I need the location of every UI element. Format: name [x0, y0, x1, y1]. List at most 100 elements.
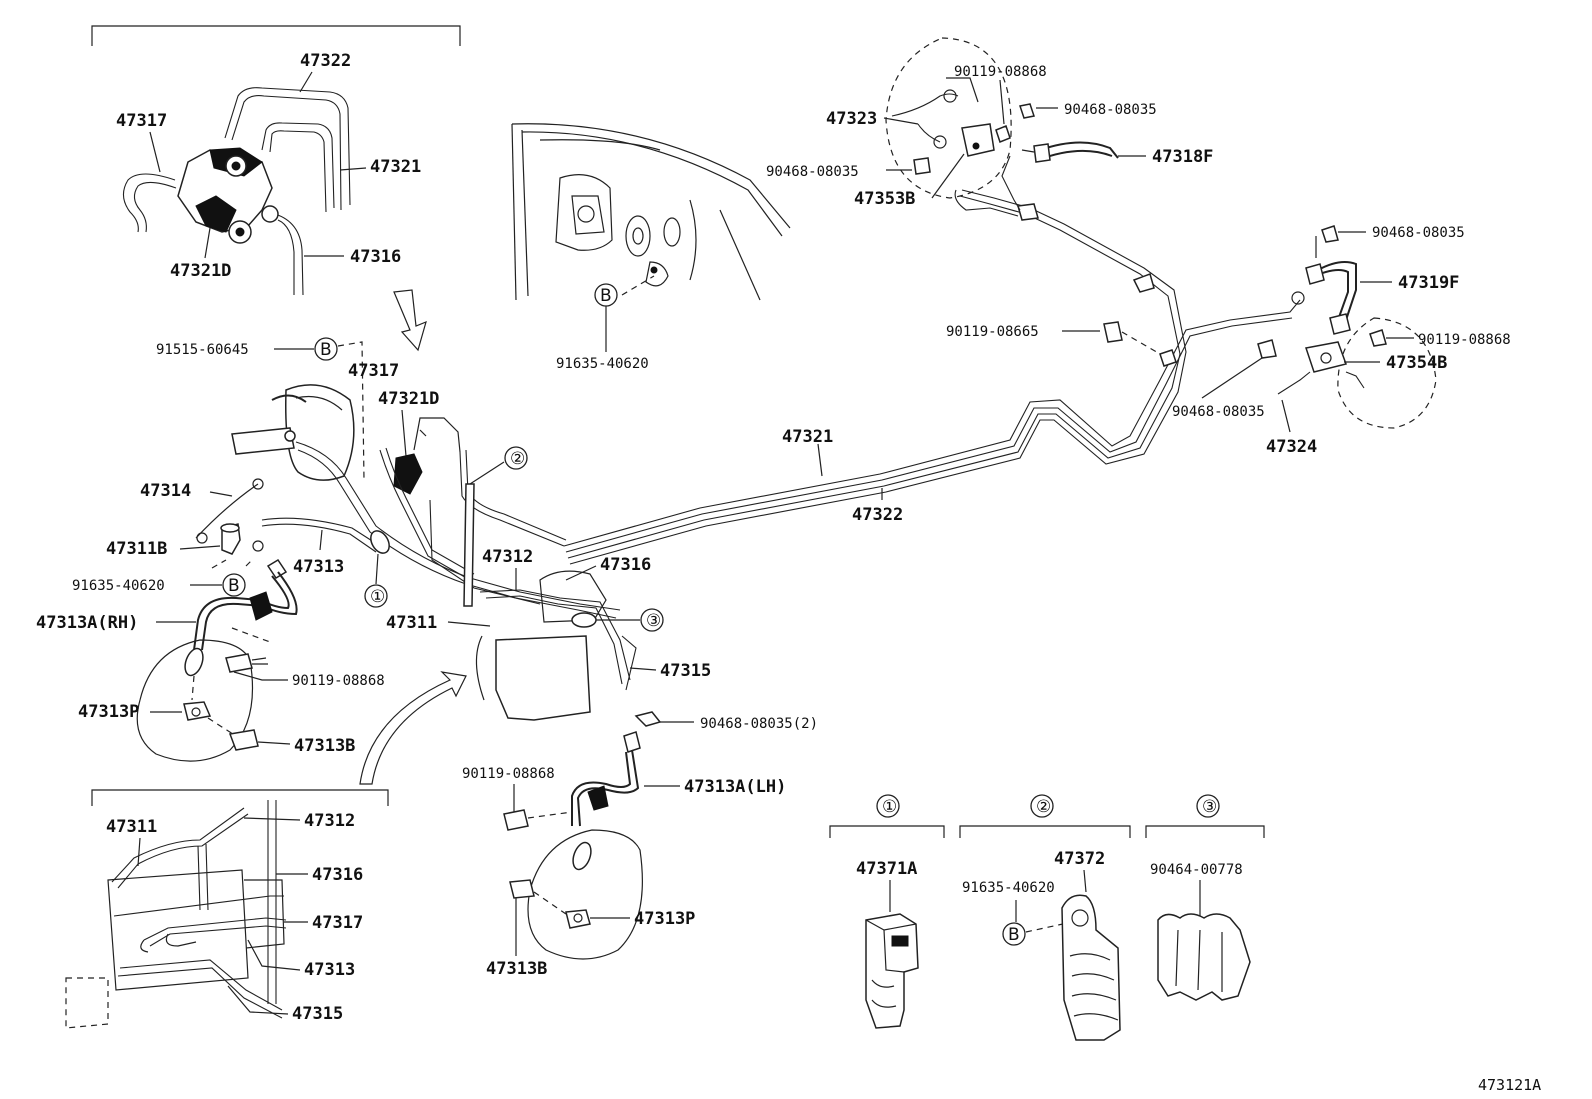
brake-booster: [285, 384, 355, 481]
panel-recess: [555, 174, 613, 251]
label-90119-08665: 90119-08665: [946, 324, 1039, 340]
label-47313P-left: 47313P: [78, 702, 139, 722]
label-47313-inset: 47313: [304, 960, 355, 980]
label-90468-08035-tr1: 90468-08035: [1064, 102, 1157, 118]
label-47313A-LH: 47313A(LH): [684, 777, 786, 797]
label-47313: 47313: [293, 557, 344, 577]
bolt-90119-tr: [995, 125, 1011, 143]
bracket-47353B: [961, 123, 995, 157]
callout-b-91515: [314, 337, 338, 361]
label-47313A-RH: 47313A(RH): [36, 613, 138, 633]
callout-b-left-text: B: [228, 576, 240, 596]
label-90119-08868-left: 90119-08868: [292, 673, 385, 689]
pipe-47321-top-b: [269, 130, 327, 213]
label-90119-08868-tr: 90119-08868: [954, 64, 1047, 80]
callout-1-main: [364, 584, 388, 608]
callout-2-main: [504, 446, 528, 470]
callout-b-panel-text: B: [600, 286, 612, 306]
label-47321-main: 47321: [782, 427, 833, 447]
label-47314: 47314: [140, 481, 191, 501]
clamp-47372: [1061, 894, 1121, 1041]
label-47311-inset: 47311: [106, 817, 157, 837]
main-assembly: 91515-60645 B 47317 47321D 47314 47311B …: [36, 337, 818, 979]
label-47324: 47324: [1266, 437, 1317, 457]
rear-left-wheel-group: 90119-08868 90468-08035 47323 47318F 904…: [766, 37, 1213, 217]
pipe-47316-top: [274, 213, 304, 296]
pipe-47317-top-b: [133, 181, 177, 233]
clamp-2: [463, 483, 475, 607]
callout-2-main-text: ②: [510, 449, 525, 469]
bracket-47314: [195, 483, 259, 539]
label-90119-08868-r2: 90119-08868: [1418, 332, 1511, 348]
bolt-90119-08665: [1103, 321, 1123, 343]
clamp-1: [370, 530, 390, 554]
pipe-47322-top: [224, 87, 351, 206]
label-47371A: 47371A: [856, 859, 917, 879]
label-47354B: 47354B: [1386, 353, 1447, 373]
hose-bracket-lh: [587, 785, 609, 811]
label-47317-top: 47317: [116, 111, 167, 131]
flex-hose-lh: [576, 749, 640, 827]
label-47322-top: 47322: [300, 51, 351, 71]
label-90468-08035-r1: 90468-08035: [1372, 225, 1465, 241]
callout-b-clip: [1002, 922, 1026, 946]
callout-b-left: [222, 573, 246, 597]
label-47316-top: 47316: [350, 247, 401, 267]
label-47315-inset: 47315: [292, 1004, 343, 1024]
callout-3-detail: [1196, 794, 1220, 818]
callout-1-detail: [876, 794, 900, 818]
label-47311B: 47311B: [106, 539, 167, 559]
callout-b-91515-text: B: [320, 340, 332, 360]
label-47353B: 47353B: [854, 189, 915, 209]
clamp-3: [571, 612, 597, 628]
callout-3-main-text: ③: [646, 611, 661, 631]
valve-lower-block: [195, 195, 237, 233]
hose-bracket-rh: [249, 591, 273, 621]
lh-knuckle-outline: [527, 829, 643, 960]
label-47323: 47323: [826, 109, 877, 129]
panel-clip-hole: [645, 261, 669, 287]
bracket-47313P-bottom: [565, 909, 591, 929]
label-47312-inset: 47312: [304, 811, 355, 831]
callout-2-detail: [1030, 794, 1054, 818]
label-47313B-bottom: 47313B: [486, 959, 547, 979]
label-47321D-top: 47321D: [170, 261, 231, 281]
clamp-details: ① 47371A ② 47372 91635-40620 B ③ 90464-0…: [829, 794, 1265, 1041]
flex-hose-47319F: [1317, 261, 1357, 321]
label-90468-08035-2: 90468-08035(2): [700, 716, 818, 732]
pipe-47316-top-b: [277, 219, 295, 295]
label-91635-40620-panel: 91635-40620: [556, 356, 649, 372]
rear-brake-lines: 47321 47322: [563, 189, 1301, 565]
label-47372: 47372: [1054, 849, 1105, 869]
proportioning-valve-mid: [393, 453, 423, 495]
top-left-inset: 47322 47317 47321 47321D 47316: [91, 25, 461, 296]
clip-rear-2: [1017, 203, 1039, 221]
clip-90468-tr1: [1019, 103, 1035, 119]
clamp-90464: [1157, 913, 1251, 1001]
rear-left-backing-plate: [885, 37, 1012, 199]
callout-1-detail-text: ①: [882, 797, 897, 817]
bolt-90119-bottom: [503, 809, 529, 831]
figure-code: 473121A: [1478, 1076, 1541, 1094]
inset-actuator-block: [107, 869, 249, 991]
label-91635-40620-left: 91635-40620: [72, 578, 165, 594]
label-47319F: 47319F: [1398, 273, 1459, 293]
master-cylinder: [231, 427, 295, 455]
abs-bracket: [539, 570, 607, 623]
pipe-47317-top: [122, 173, 176, 233]
pipe-47321-start: [459, 451, 565, 547]
pipe-47321-top: [261, 122, 335, 209]
abs-actuator: [495, 635, 591, 721]
label-47321-top: 47321: [370, 157, 421, 177]
label-90464-00778: 90464-00778: [1150, 862, 1243, 878]
label-47315-mid: 47315: [660, 661, 711, 681]
pipe-47322-main: [567, 195, 1181, 559]
clip-90468-2: [634, 711, 662, 727]
label-90119-08868-bottom: 90119-08868: [462, 766, 555, 782]
label-47322-main: 47322: [852, 505, 903, 525]
bottom-left-inset: 47311 47312 47316 47317 47313 47315: [65, 789, 389, 1029]
label-47313P-bottom: 47313P: [634, 909, 695, 929]
bolt-90119-left: [225, 653, 253, 673]
label-47318F: 47318F: [1152, 147, 1213, 167]
